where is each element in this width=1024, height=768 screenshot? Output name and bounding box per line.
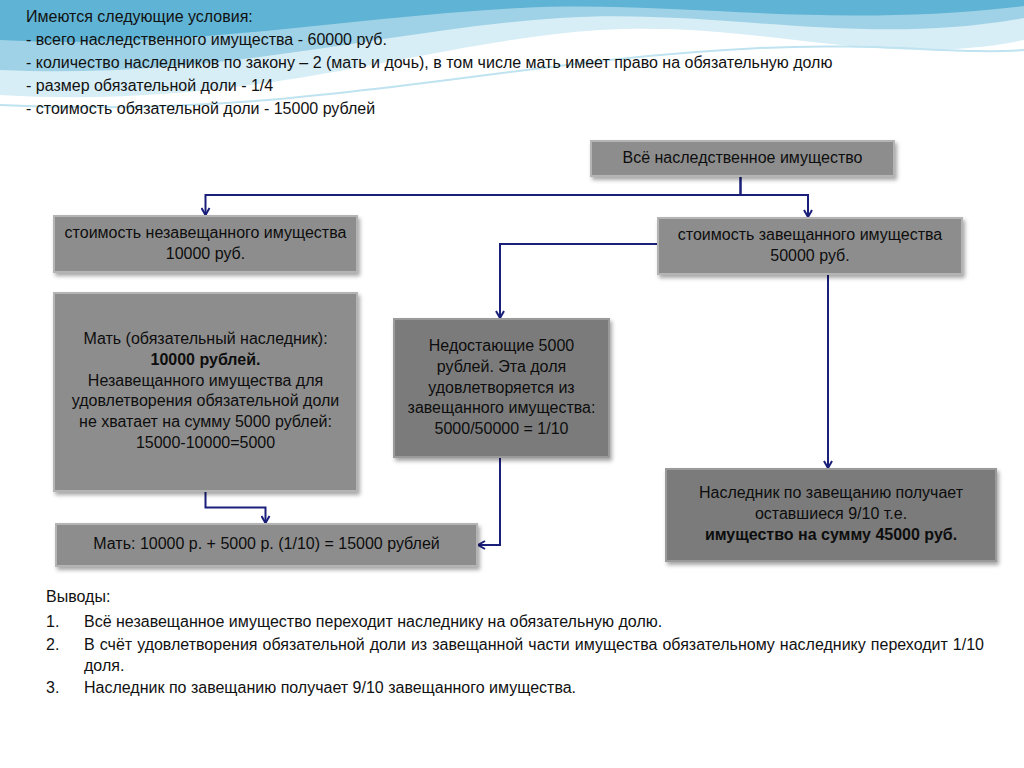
process-box: стоимость завещанного имущества 50000 ру… bbox=[657, 217, 963, 275]
box-text: Наследник по завещанию получает оставшие… bbox=[675, 483, 987, 525]
text-label: Выводы: bbox=[46, 588, 110, 606]
wave bbox=[0, 0, 1024, 71]
text-label: - размер обязательной доли - 1/4 bbox=[26, 77, 273, 95]
text-label: 3. bbox=[46, 678, 59, 699]
box-text: имущество на сумму 45000 руб. bbox=[675, 525, 987, 546]
text-label: Наследник по завещанию получает 9/10 зав… bbox=[84, 678, 984, 699]
process-box: Мать: 10000 р. + 5000 р. (1/10) = 15000 … bbox=[55, 523, 478, 567]
wave bbox=[0, 0, 1024, 97]
text-label: Всё незавещанное имущество переходит нас… bbox=[84, 612, 984, 633]
text-label: В счёт удовлетворения обязательной доли … bbox=[84, 635, 984, 677]
text-label: - количество наследников по закону – 2 (… bbox=[26, 54, 832, 72]
text-label: - стоимость обязательной доли - 15000 ру… bbox=[26, 100, 375, 118]
text-label: 1. bbox=[46, 612, 59, 633]
text-label: 2. bbox=[46, 635, 59, 656]
connector-arrow bbox=[741, 177, 809, 217]
box-text: 5000/50000 = 1/10 bbox=[403, 419, 600, 440]
box-text: Мать: 10000 р. + 5000 р. (1/10) = 15000 … bbox=[65, 534, 468, 555]
wave-line bbox=[0, 46, 1024, 107]
box-text: Незавещанного имущества для удовлетворен… bbox=[63, 371, 348, 433]
box-text: стоимость незавещанного имущества 10000 … bbox=[63, 223, 348, 265]
box-text: Мать (обязательный наследник): bbox=[63, 329, 348, 350]
box-text: Недостающие 5000 рублей. Эта доля удовле… bbox=[403, 336, 600, 419]
connector-arrow bbox=[206, 492, 266, 523]
box-text: стоимость завещанного имущества 50000 ру… bbox=[667, 225, 953, 267]
box-text: 15000-10000=5000 bbox=[63, 433, 348, 454]
connector-arrow bbox=[827, 275, 829, 468]
text-label: - всего наследственного имущества - 6000… bbox=[26, 31, 387, 49]
box-text: Всё наследственное имущество bbox=[600, 148, 885, 169]
process-box: Всё наследственное имущество bbox=[590, 140, 895, 177]
connector-arrow bbox=[500, 244, 657, 318]
process-box: стоимость незавещанного имущества 10000 … bbox=[53, 215, 358, 273]
connector-arrow bbox=[206, 177, 741, 215]
process-box: Недостающие 5000 рублей. Эта доля удовле… bbox=[393, 318, 610, 458]
process-box: Наследник по завещанию получает оставшие… bbox=[665, 468, 997, 562]
box-text: 10000 рублей. bbox=[63, 350, 348, 371]
slide-title: Имеются следующие условия: bbox=[26, 8, 253, 26]
process-box: Мать (обязательный наследник):10000 рубл… bbox=[53, 292, 358, 492]
connector-arrow bbox=[478, 458, 500, 545]
